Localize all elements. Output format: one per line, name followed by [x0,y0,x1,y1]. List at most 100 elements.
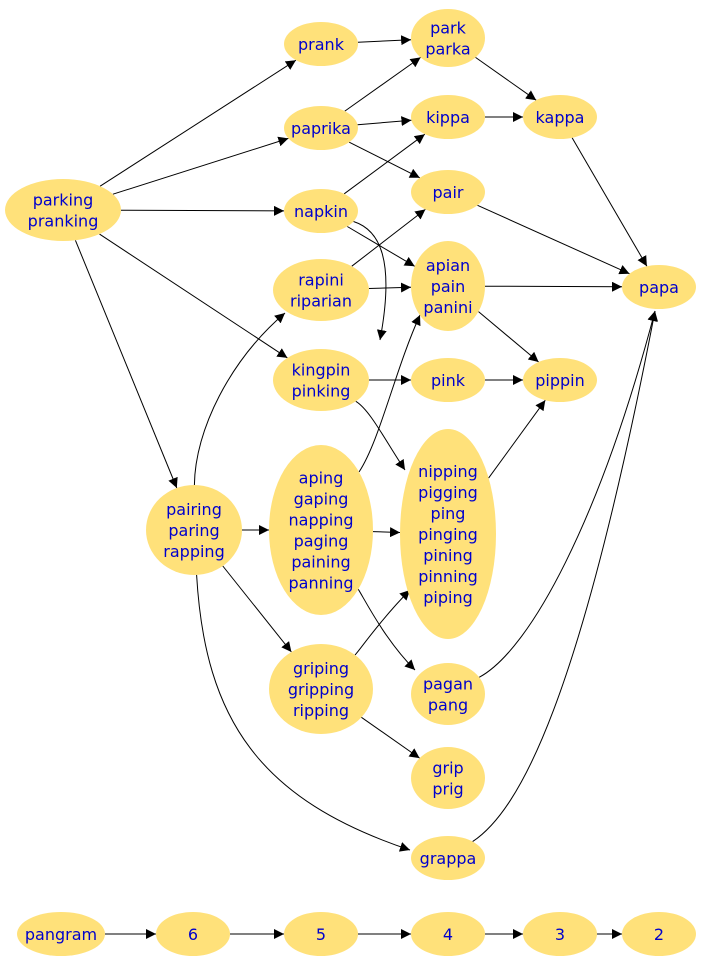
node-n6: 6 [156,912,230,956]
edge-pairing-to-grappa [196,574,411,852]
edge-line [475,56,537,101]
node-label: gaping [294,490,349,509]
node-label: apian [426,256,470,275]
node-ellipse [411,170,485,214]
node-ellipse [17,912,105,956]
node-ellipse [411,358,485,402]
node-ellipse [411,241,485,331]
node-label: pinning [418,567,478,586]
node-pair: pair [411,170,485,214]
node-label: napkin [294,202,348,221]
edge-park-to-kappa [475,56,537,101]
edge-line [372,527,401,538]
edge-napkin-to-kippa [343,133,426,195]
node-pangram: pangram [17,912,105,956]
node-nipping: nippingpiggingpingpingingpiningpinningpi… [400,429,496,639]
node-label: 2 [654,925,664,944]
node-ellipse [269,644,373,734]
node-label: 4 [443,925,453,944]
edge-pair-to-papa [477,204,630,275]
node-kippa: kippa [411,95,485,139]
edge-griping-to-grip [361,716,420,759]
edge-parking-to-napkin [120,205,285,216]
edge-line [344,56,421,112]
node-label: paging [294,532,349,551]
node-label: pain [431,277,466,296]
edge-rapini-to-pair [351,209,426,267]
node-ellipse [273,349,369,411]
edge-line [358,314,421,473]
node-label: panini [423,298,472,317]
edge-line [120,205,285,216]
node-label: pinging [418,525,478,544]
edge-grappa-to-papa [472,310,659,843]
node-label: ping [431,504,466,523]
node-label: paring [168,521,219,540]
edge-prank-to-park [357,35,412,46]
node-label: pinking [292,382,351,401]
edge-line [484,281,623,292]
node-label: parka [425,40,470,59]
edge-griping-to-nipping [354,589,411,656]
edge-line [196,574,411,852]
node-label: pair [433,183,464,202]
edge-line [99,59,297,187]
node-label: pangram [25,925,97,944]
node-kappa: kappa [523,95,597,139]
node-label: prig [432,780,463,799]
edge-line [488,399,546,479]
node-label: aping [299,469,344,488]
node-label: pink [431,371,466,390]
edge-line [478,311,539,363]
node-label: kippa [426,108,470,127]
node-ellipse [5,179,121,241]
node-ellipse [156,912,230,956]
node-pink: pink [411,358,485,402]
node-ellipse [284,106,358,150]
node-label: park [430,19,467,38]
edge-line [361,716,420,759]
node-label: grappa [420,849,477,868]
node-label: paining [291,553,350,572]
node-ellipse [622,912,696,956]
edge-line [343,133,426,195]
node-label: panning [289,574,354,593]
edge-parking-to-paprika [112,136,289,195]
node-label: pranking [28,212,99,231]
edge-napkin-to-apian [347,226,415,267]
node-ellipse [411,9,485,67]
edge-line [348,141,421,179]
node-label: gripping [288,680,354,699]
edge-line [357,116,412,127]
edge-line [357,35,412,46]
edge-line [193,312,286,486]
node-ellipse [411,663,485,725]
node-ellipse [284,22,358,66]
node-ellipse [411,912,485,956]
node-label: kappa [536,108,585,127]
node-label: 5 [316,925,326,944]
node-ellipse [284,189,358,233]
node-ellipse [284,912,358,956]
edge-line [351,209,426,267]
node-ellipse [269,445,373,615]
edge-line [99,233,288,359]
node-label: rapping [163,542,224,561]
edge-line [472,310,659,843]
node-ellipse [411,836,485,880]
node-n2: 2 [622,912,696,956]
edge-apian-to-pippin [478,311,539,363]
edge-line [477,204,630,275]
node-label: griping [293,659,349,678]
edge-pagan-to-papa [478,310,658,678]
edge-line [368,282,412,293]
node-label: pigging [418,483,478,502]
